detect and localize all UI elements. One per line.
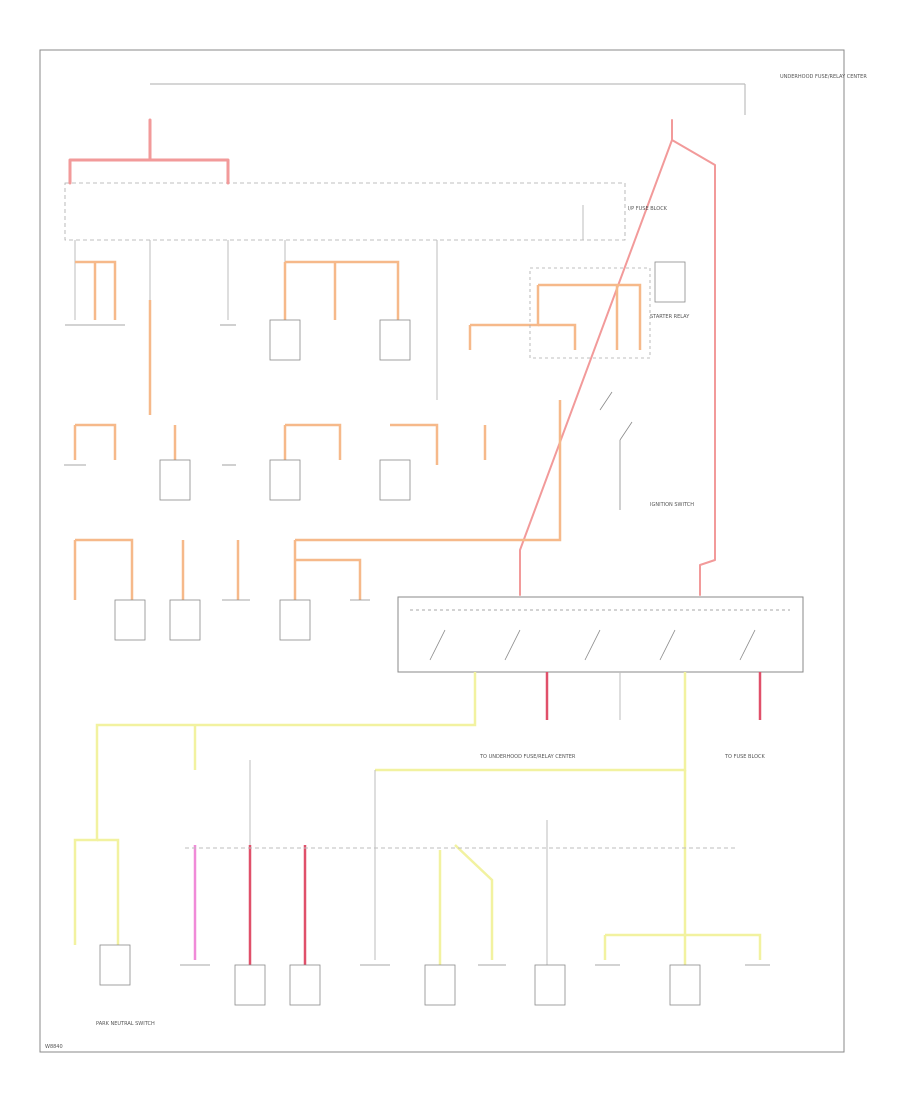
switch-icon — [599, 391, 633, 510]
underhood-center-label: UNDERHOOD FUSE/RELAY CENTER — [780, 74, 867, 80]
gray-wires-bottom — [185, 672, 735, 965]
ignition-switch-box — [397, 596, 804, 673]
upper-block-fuse-drops — [74, 205, 584, 400]
ignition-switch-label: IGNITION SWITCH — [650, 502, 694, 508]
bottom-colored-wires — [193, 672, 762, 965]
ignition-switch-contacts — [410, 609, 790, 661]
red-feed-right-2 — [671, 139, 716, 596]
yellow-wires — [73, 672, 762, 965]
fuse-block-label: I/P FUSE BLOCK — [628, 206, 668, 212]
starter-relay-label: STARTER RELAY — [650, 314, 690, 320]
red-feed-right-1 — [519, 119, 673, 596]
orange-wires-left — [73, 260, 240, 600]
diagram-frame — [39, 49, 845, 1053]
ground-icon — [64, 324, 770, 966]
red-feed-top — [68, 158, 230, 185]
orange-wires-right — [468, 283, 642, 350]
upper-fuse-block-outline — [64, 182, 626, 241]
component-boxes — [99, 261, 701, 1006]
page-code: W8840 — [45, 1044, 63, 1050]
underhood-link-label: TO UNDERHOOD FUSE/RELAY CENTER — [479, 754, 576, 760]
orange-wires-center — [283, 260, 562, 600]
fuse-block-link-label: TO FUSE BLOCK — [724, 754, 766, 760]
park-neutral-label: PARK NEUTRAL SWITCH — [96, 1021, 155, 1027]
right-relay-outline — [529, 267, 651, 359]
